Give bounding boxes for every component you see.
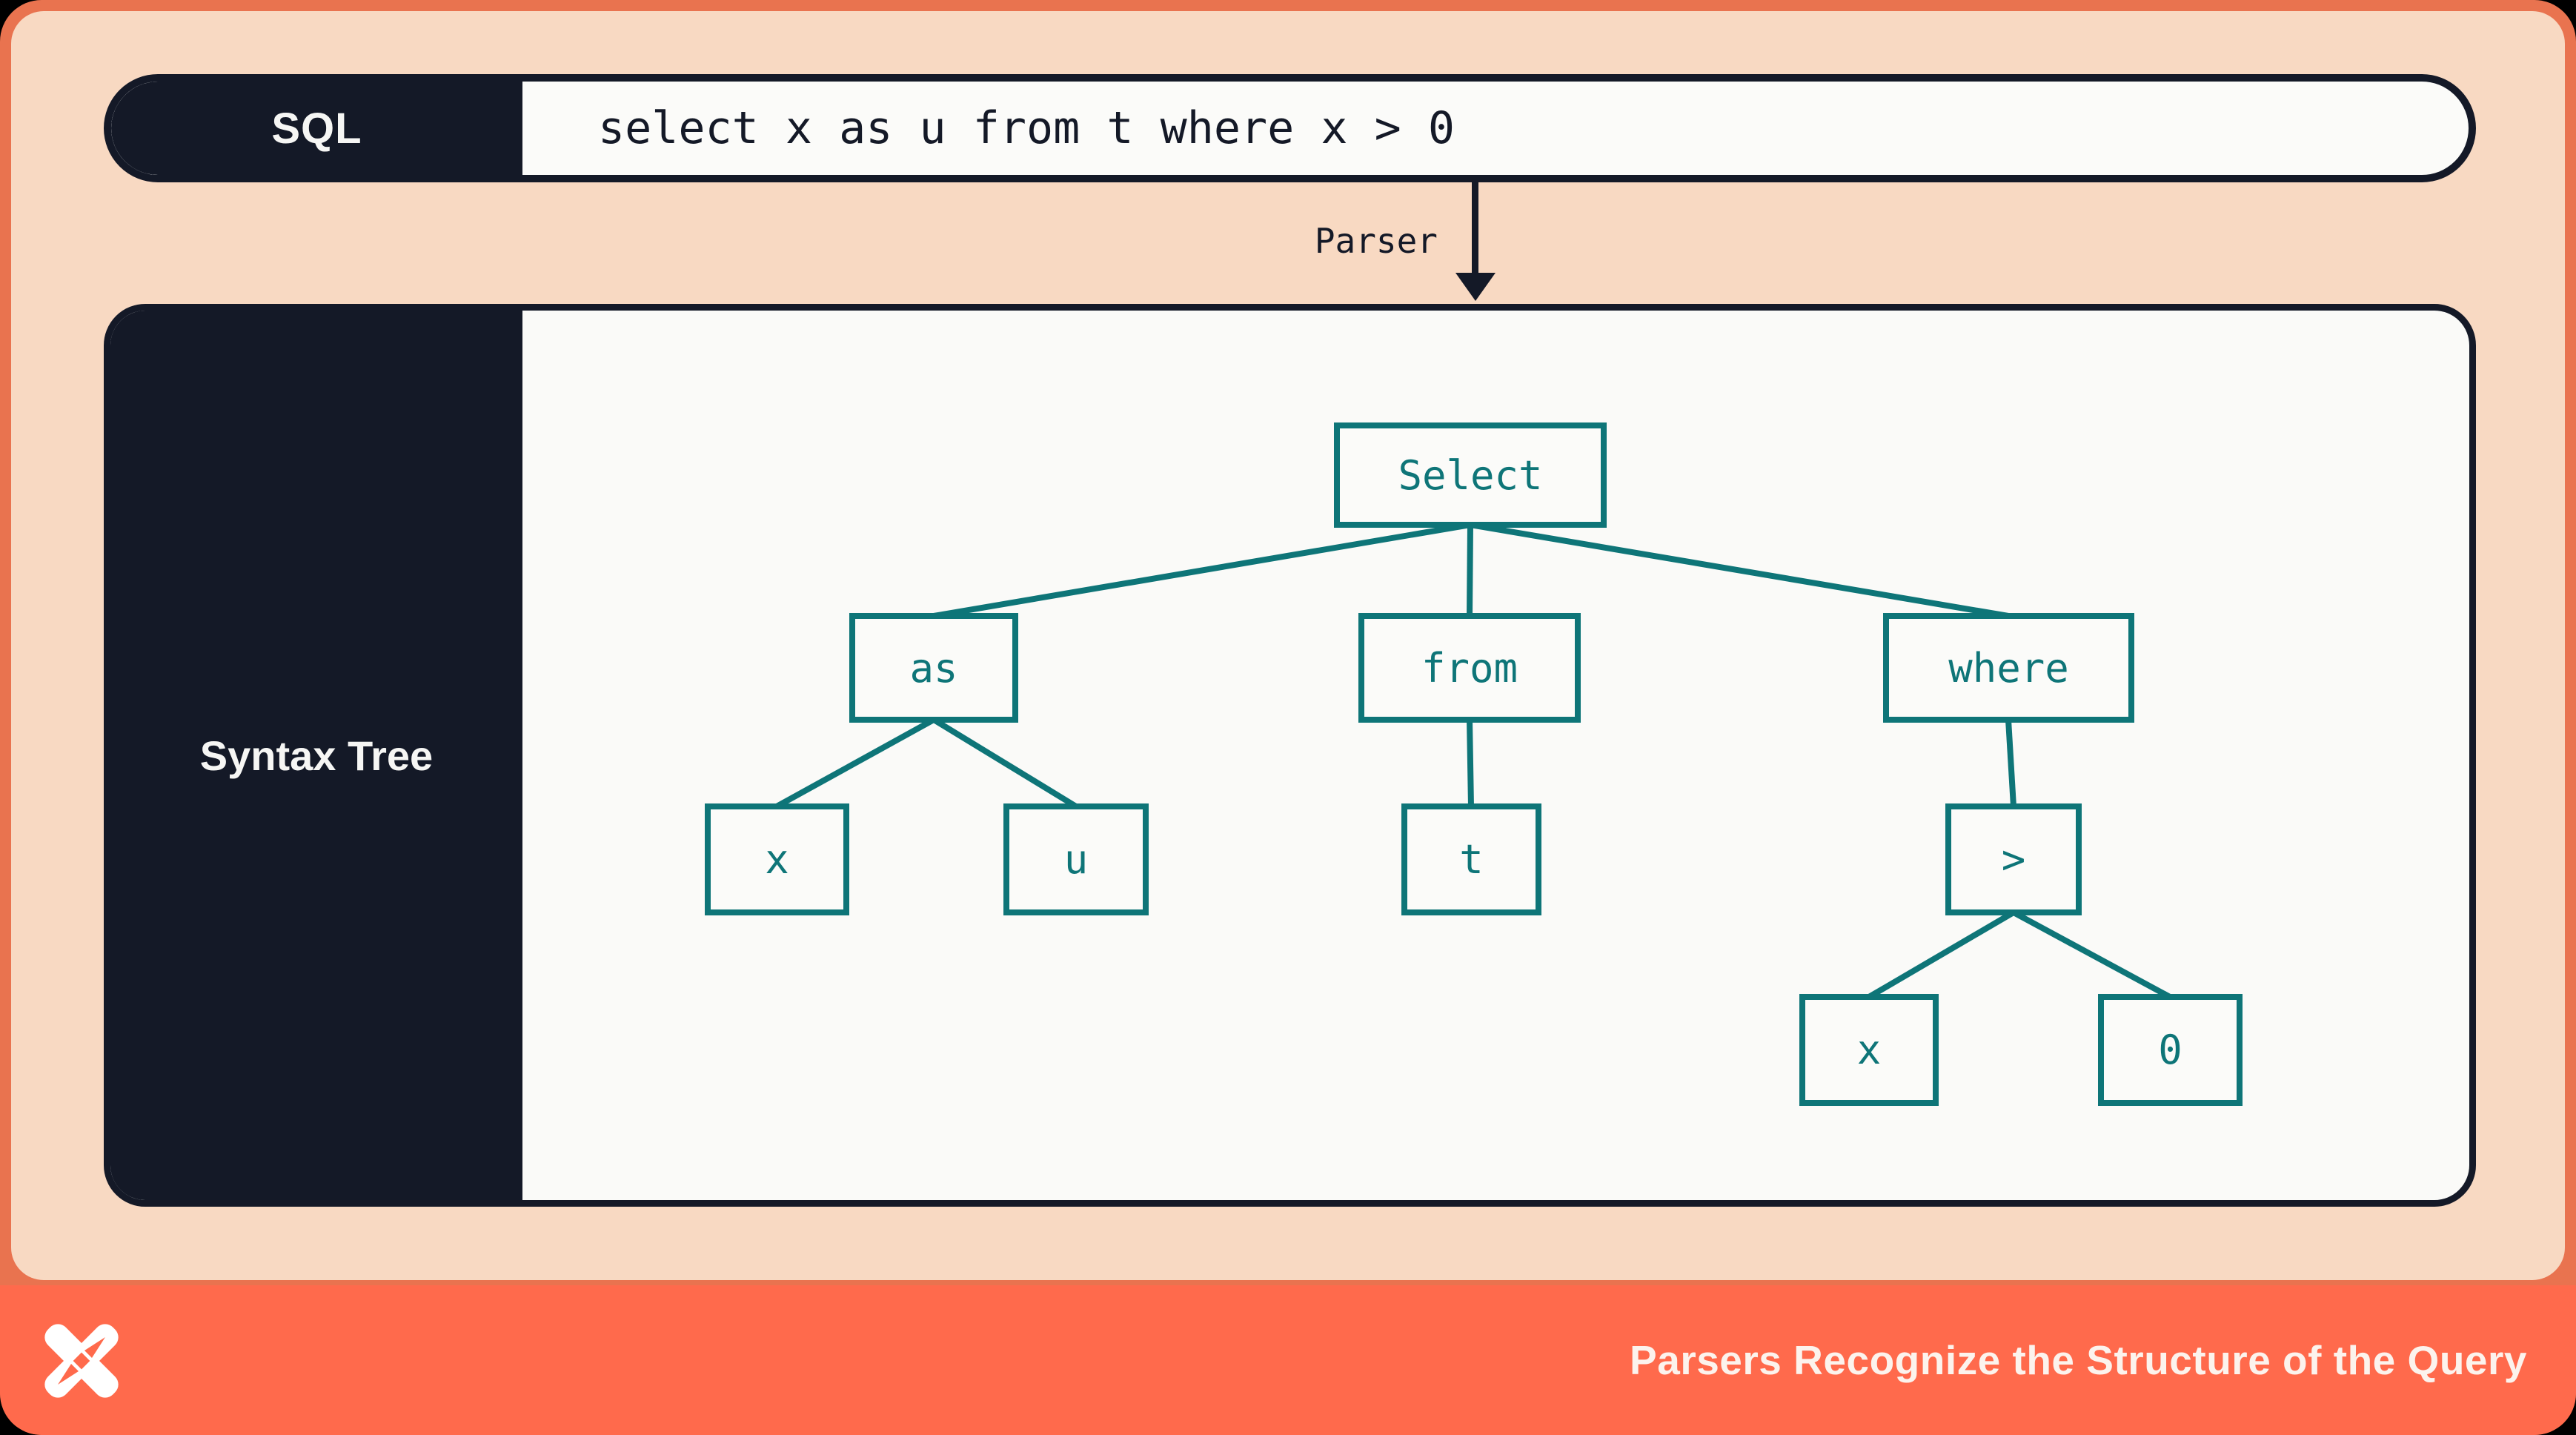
tree-node-t: t: [1401, 803, 1541, 915]
syntax-tree-side-panel: Syntax Tree: [110, 311, 522, 1200]
tree-node-x-alias: x: [705, 803, 849, 915]
sql-input-bar: SQL select x as u from t where x > 0: [104, 74, 2476, 182]
tree-node-greater-than: >: [1945, 803, 2082, 915]
tree-node-from: from: [1358, 613, 1581, 723]
sql-bar-label: SQL: [111, 82, 522, 175]
footer-title: Parsers Recognize the Structure of the Q…: [1630, 1337, 2527, 1383]
tree-node-u: u: [1003, 803, 1149, 915]
tree-node-as: as: [849, 613, 1018, 723]
footer-bar: Parsers Recognize the Structure of the Q…: [0, 1285, 2576, 1435]
x-pinwheel-logo-icon: [44, 1324, 119, 1398]
tree-node-zero: 0: [2098, 994, 2243, 1106]
parser-arrow-line: [1472, 182, 1478, 276]
syntax-tree-box: Syntax Tree: [104, 304, 2476, 1207]
sql-query-text: select x as u from t where x > 0: [598, 102, 1455, 154]
tree-node-where: where: [1883, 613, 2134, 723]
parser-label: Parser: [1314, 221, 1438, 261]
syntax-tree-panel-label: Syntax Tree: [199, 732, 434, 779]
tree-node-select: Select: [1334, 422, 1607, 528]
tree-node-x-operand: x: [1799, 994, 1939, 1106]
parser-arrow-head-icon: [1455, 273, 1496, 301]
